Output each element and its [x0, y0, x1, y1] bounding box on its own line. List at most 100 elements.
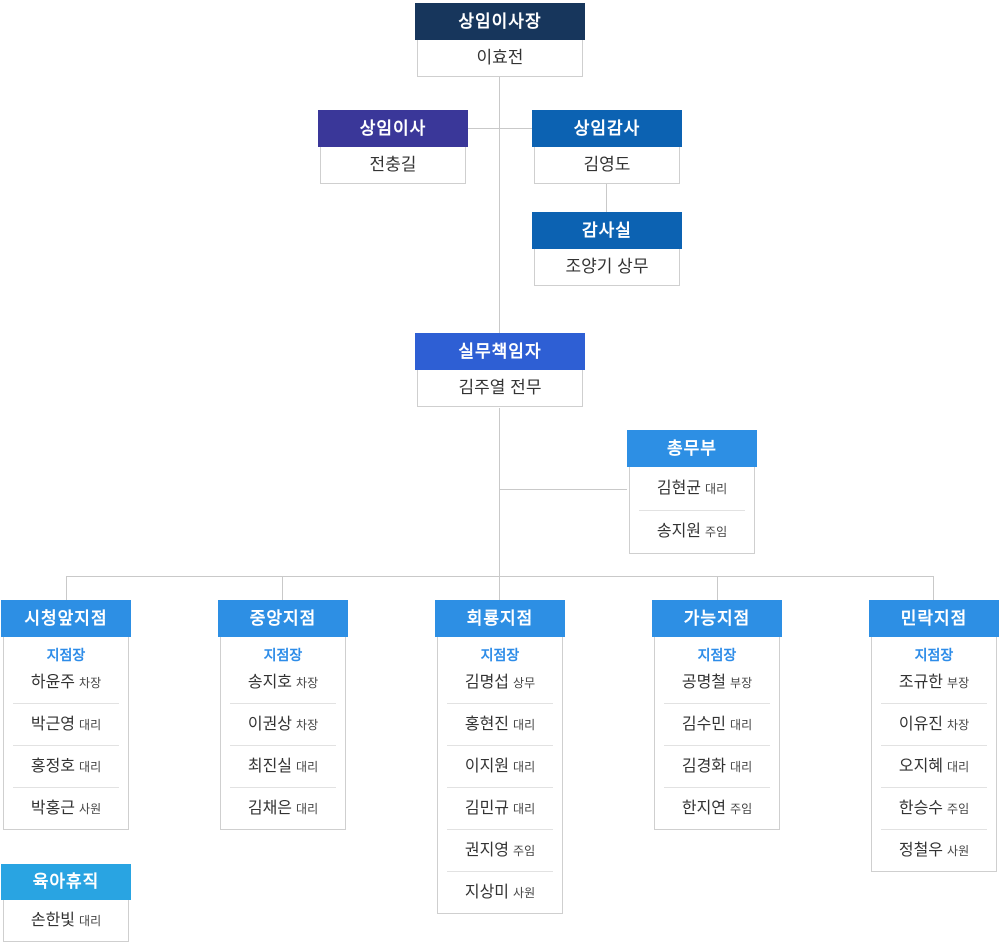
- member-name: 손한빛: [30, 912, 76, 929]
- member-title: 부장: [730, 676, 753, 690]
- leader-label: 지점장: [914, 647, 954, 663]
- member-title: 주임: [513, 844, 536, 858]
- row-divider: [664, 787, 770, 788]
- member-title: 대리: [296, 760, 319, 774]
- connector-auditor-to-audit-office: [606, 184, 607, 212]
- node-name: 김주열 전무: [458, 378, 542, 397]
- row-divider: [230, 787, 336, 788]
- row-divider: [13, 745, 119, 746]
- member-name: 이유진: [898, 716, 944, 733]
- member-title: 차장: [296, 676, 319, 690]
- member-name: 김채은: [247, 800, 293, 817]
- node-name: 이효전: [476, 48, 524, 67]
- member-title: 대리: [79, 718, 102, 732]
- row-divider: [230, 703, 336, 704]
- row-divider: [639, 510, 745, 511]
- row-divider: [881, 745, 987, 746]
- member-name: 한승수: [898, 800, 944, 817]
- member-name: 최진실: [247, 758, 293, 775]
- connector-drop-branch-5: [933, 576, 934, 600]
- member-name: 홍정호: [30, 758, 76, 775]
- org-node-executive: 실무책임자 김주열 전무: [415, 333, 585, 407]
- row-divider: [881, 787, 987, 788]
- member-name: 송지호: [247, 674, 293, 691]
- member-title: 사원: [947, 844, 970, 858]
- member-title: 대리: [296, 802, 319, 816]
- member-title: 차장: [296, 718, 319, 732]
- leader-label: 지점장: [263, 647, 303, 663]
- member-name: 하윤주: [30, 674, 76, 691]
- node-title: 중앙지점: [218, 600, 348, 637]
- row-divider: [881, 829, 987, 830]
- member-name: 권지영: [464, 842, 510, 859]
- member-name: 홍현진: [464, 716, 510, 733]
- member-name: 이권상: [247, 716, 293, 733]
- member-name: 오지혜: [898, 758, 944, 775]
- member-name: 공명철: [681, 674, 727, 691]
- member-name: 지상미: [464, 884, 510, 901]
- connector-director-auditor: [468, 128, 532, 129]
- connector-drop-branch-2: [282, 576, 283, 600]
- member-name: 한지연: [681, 800, 727, 817]
- leader-label: 지점장: [46, 647, 86, 663]
- connector-drop-branch-3: [499, 576, 500, 600]
- connector-drop-branch-4: [717, 576, 718, 600]
- node-title: 가능지점: [652, 600, 782, 637]
- member-title: 대리: [730, 718, 753, 732]
- member-name: 조규한: [898, 674, 944, 691]
- member-name: 김명섭: [464, 674, 510, 691]
- connector-drop-branch-1: [66, 576, 67, 600]
- node-title: 상임이사: [318, 110, 468, 147]
- member-name: 김수민: [681, 716, 727, 733]
- row-divider: [447, 745, 553, 746]
- connector-chairman-to-executive: [499, 76, 500, 333]
- member-title: 대리: [79, 914, 102, 928]
- member-title: 대리: [513, 718, 536, 732]
- member-title: 주임: [947, 802, 970, 816]
- member-title: 차장: [947, 718, 970, 732]
- node-title: 상임이사장: [415, 3, 585, 40]
- member-title: 차장: [79, 676, 102, 690]
- member-title: 사원: [513, 886, 536, 900]
- member-title: 주임: [730, 802, 753, 816]
- member-title: 사원: [79, 802, 102, 816]
- row-divider: [13, 787, 119, 788]
- member-title: 대리: [79, 760, 102, 774]
- member-title: 대리: [513, 802, 536, 816]
- member-title: 대리: [513, 760, 536, 774]
- row-divider: [13, 703, 119, 704]
- connector-executive-down: [499, 408, 500, 577]
- row-divider: [664, 703, 770, 704]
- node-title: 상임감사: [532, 110, 682, 147]
- member-title: 주임: [705, 525, 728, 539]
- member-title: 대리: [947, 760, 970, 774]
